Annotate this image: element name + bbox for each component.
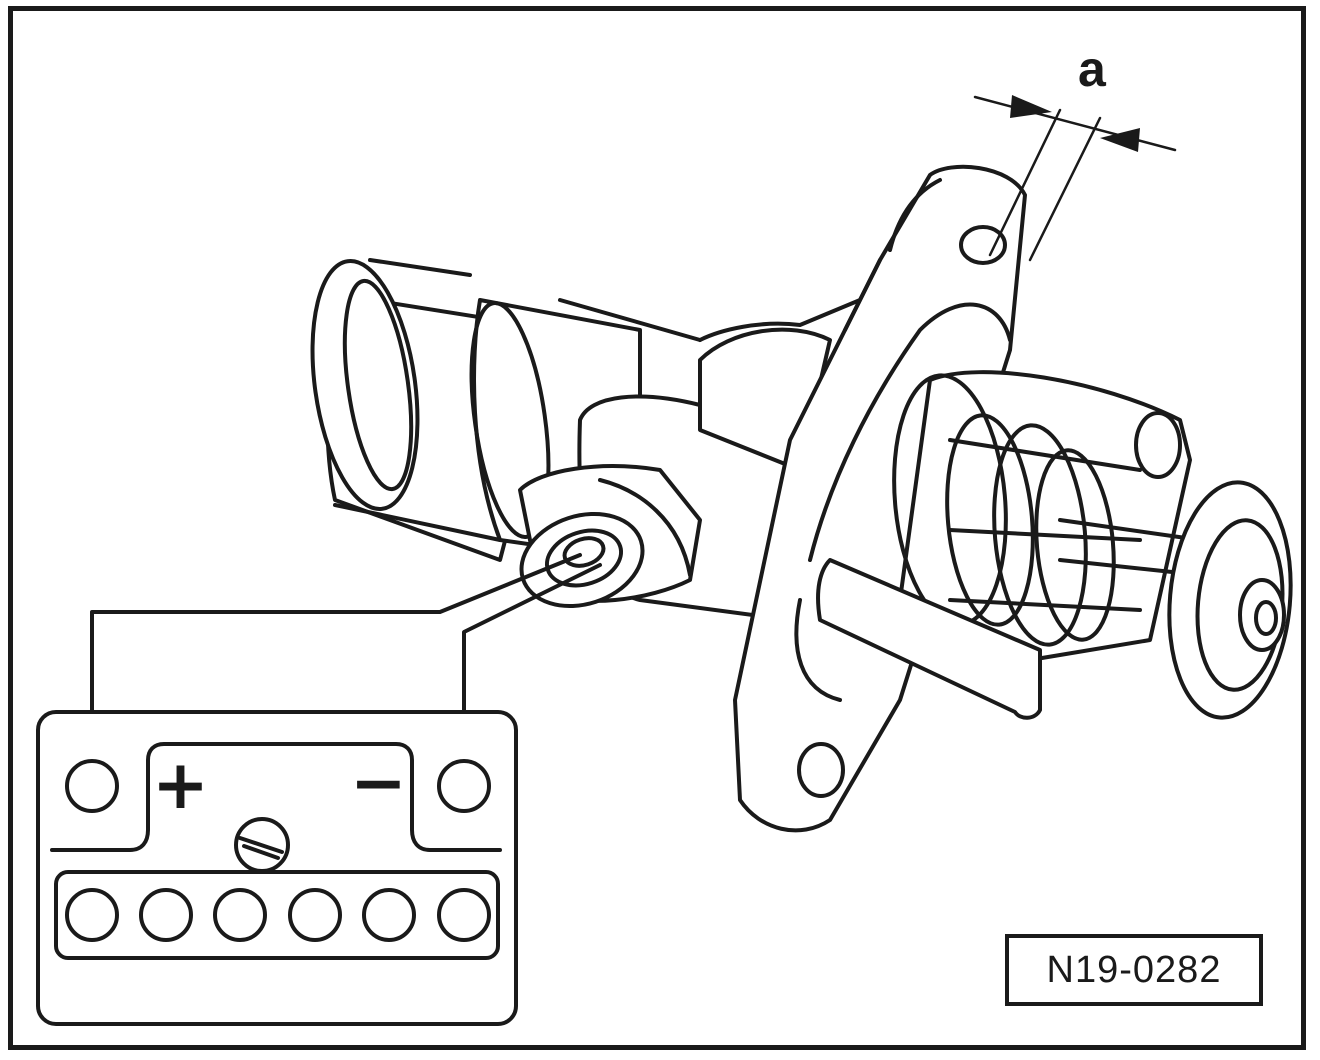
- thermostat-element: [816, 370, 1202, 720]
- negative-symbol: −: [350, 744, 407, 823]
- cell-cap-icon: [288, 888, 342, 942]
- sensor-connector: [518, 464, 702, 609]
- cell-cap-icon: [437, 888, 491, 942]
- cell-cap-icon: [362, 888, 416, 942]
- dimension-label: a: [1078, 41, 1106, 97]
- battery: [36, 710, 518, 1026]
- positive-symbol: +: [152, 746, 209, 825]
- dimension-a: [973, 95, 1177, 262]
- figure-id-label: N19-0282: [1005, 934, 1263, 1006]
- cell-cap-icon: [65, 888, 119, 942]
- positive-terminal-icon: [65, 759, 119, 813]
- cell-cap-icon: [139, 888, 193, 942]
- flange-plate: [733, 164, 1027, 833]
- valve-disc: [1167, 480, 1293, 720]
- figure-id-text: N19-0282: [1046, 948, 1222, 991]
- cell-cap-icon: [213, 888, 267, 942]
- negative-terminal-icon: [437, 759, 491, 813]
